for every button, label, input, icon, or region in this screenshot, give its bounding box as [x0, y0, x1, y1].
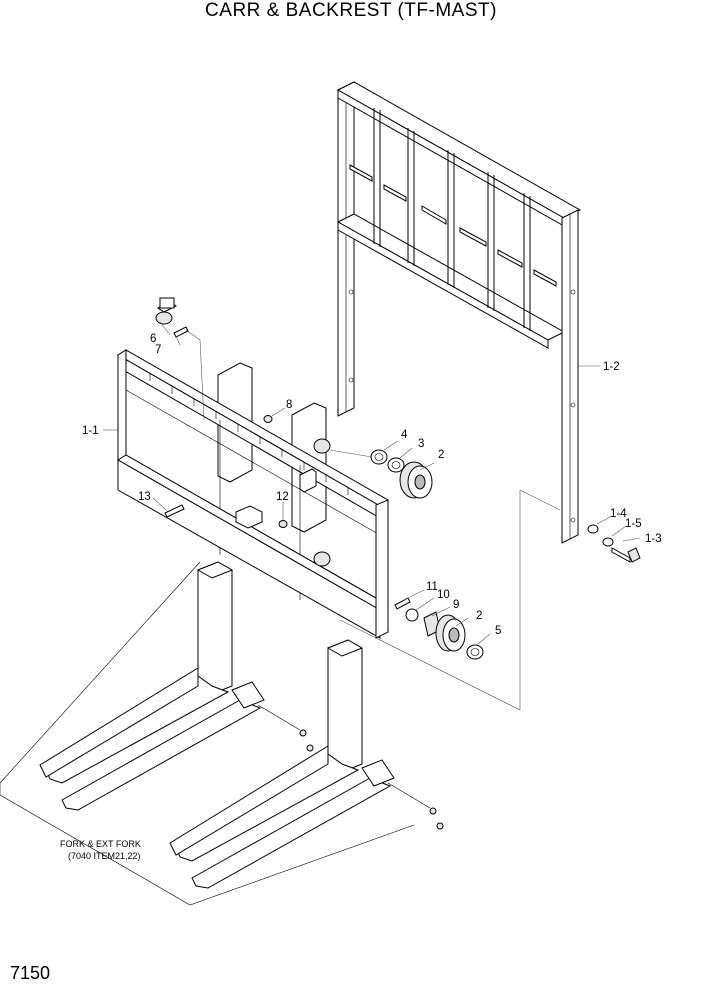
forks [0, 561, 444, 906]
callout-3: 3 [418, 438, 424, 450]
page-number: 7150 [10, 963, 51, 983]
callout-13: 13 [138, 491, 151, 503]
callout-labels: 1-1 1-2 1-3 1-4 1-5 2 3 4 2 5 6 7 8 9 10… [82, 333, 662, 637]
callout-7: 7 [155, 344, 161, 356]
callout-5: 5 [495, 625, 501, 637]
callout-8: 8 [286, 399, 292, 411]
callout-leaders [103, 321, 641, 645]
callout-11: 11 [426, 581, 438, 593]
callout-1-1: 1-1 [82, 425, 99, 437]
callout-1-4: 1-4 [610, 508, 627, 520]
callout-6: 6 [150, 333, 156, 345]
diagram-title: CARR & BACKREST (TF-MAST) [205, 0, 497, 21]
callout-9: 9 [453, 599, 459, 611]
fork-note-line2: (7040 ITEM21,22) [68, 851, 141, 861]
mast-bolt-set [587, 524, 641, 563]
fork-note-line1: FORK & EXT FORK [60, 839, 141, 849]
callout-2-upper: 2 [438, 449, 444, 461]
callout-10: 10 [437, 589, 450, 601]
callout-1-3: 1-3 [645, 533, 662, 545]
callout-2-lower: 2 [476, 610, 482, 622]
fork-reference-note: FORK & EXT FORK (7040 ITEM21,22) [60, 839, 141, 861]
carriage-frame [117, 349, 389, 639]
callout-1-2: 1-2 [603, 361, 620, 373]
callout-4: 4 [401, 429, 408, 441]
lower-roller-stack [394, 597, 484, 660]
callout-1-5: 1-5 [625, 518, 642, 530]
backrest-frame [336, 81, 582, 544]
upper-roller-stack [329, 449, 433, 499]
stud-and-pin [155, 297, 205, 421]
callout-12: 12 [276, 491, 289, 503]
